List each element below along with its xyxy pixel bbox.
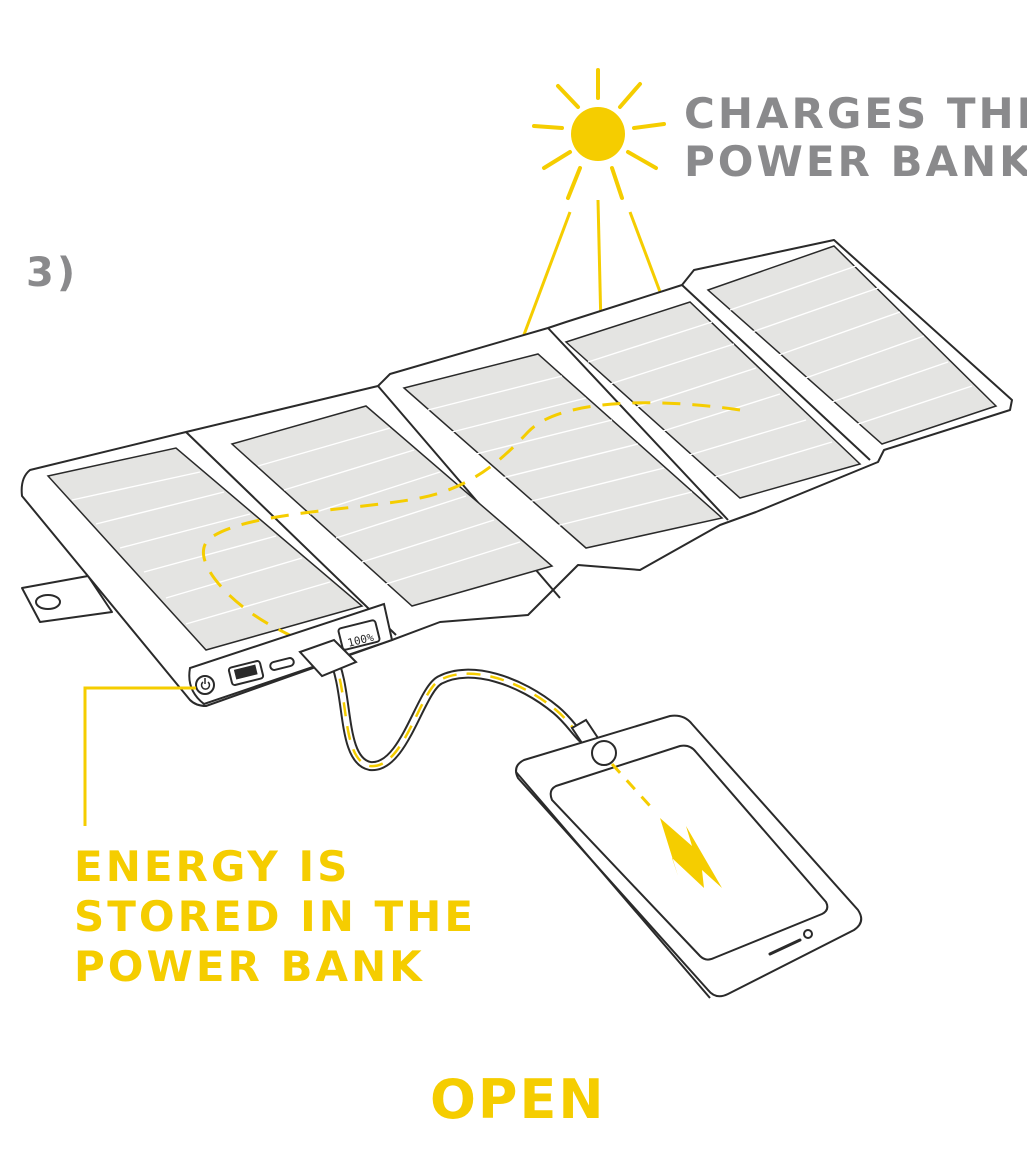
- phone-charge-port: [591, 740, 617, 766]
- storage-label-line-2: STORED IN THE: [74, 892, 477, 941]
- battery-display-value: 100%: [346, 631, 375, 650]
- solar-cell-lines: [71, 265, 973, 625]
- solar-cell-3: [402, 353, 724, 549]
- charges-headline-line-2: POWER BANK: [684, 137, 1027, 186]
- solar-cell-4: [564, 301, 862, 499]
- charges-headline: CHARGES THE POWER BANK: [684, 90, 1027, 186]
- power-bank: [188, 602, 394, 706]
- storage-label: ENERGY IS STORED IN THE POWER BANK: [74, 842, 476, 992]
- energy-flow-path: [201, 401, 741, 660]
- step-number: 3): [26, 250, 79, 296]
- solar-cell-5: [706, 245, 998, 445]
- solar-cell-2: [230, 405, 554, 607]
- usb-c-port: [269, 657, 295, 671]
- sun-icon: [532, 68, 666, 200]
- callout-line: [83, 686, 196, 826]
- battery-display: [337, 619, 381, 651]
- phone-energy-dashes: [610, 762, 652, 808]
- solar-cells: [46, 245, 998, 651]
- state-label: OPEN: [430, 1068, 606, 1131]
- charges-headline-line-1: CHARGES THE: [684, 89, 1027, 138]
- storage-label-line-1: ENERGY IS: [74, 842, 351, 891]
- storage-label-line-3: POWER BANK: [74, 942, 425, 991]
- charging-cable: [298, 638, 600, 771]
- power-button-icon: [195, 675, 216, 695]
- lightning-bolt-icon: [660, 818, 722, 888]
